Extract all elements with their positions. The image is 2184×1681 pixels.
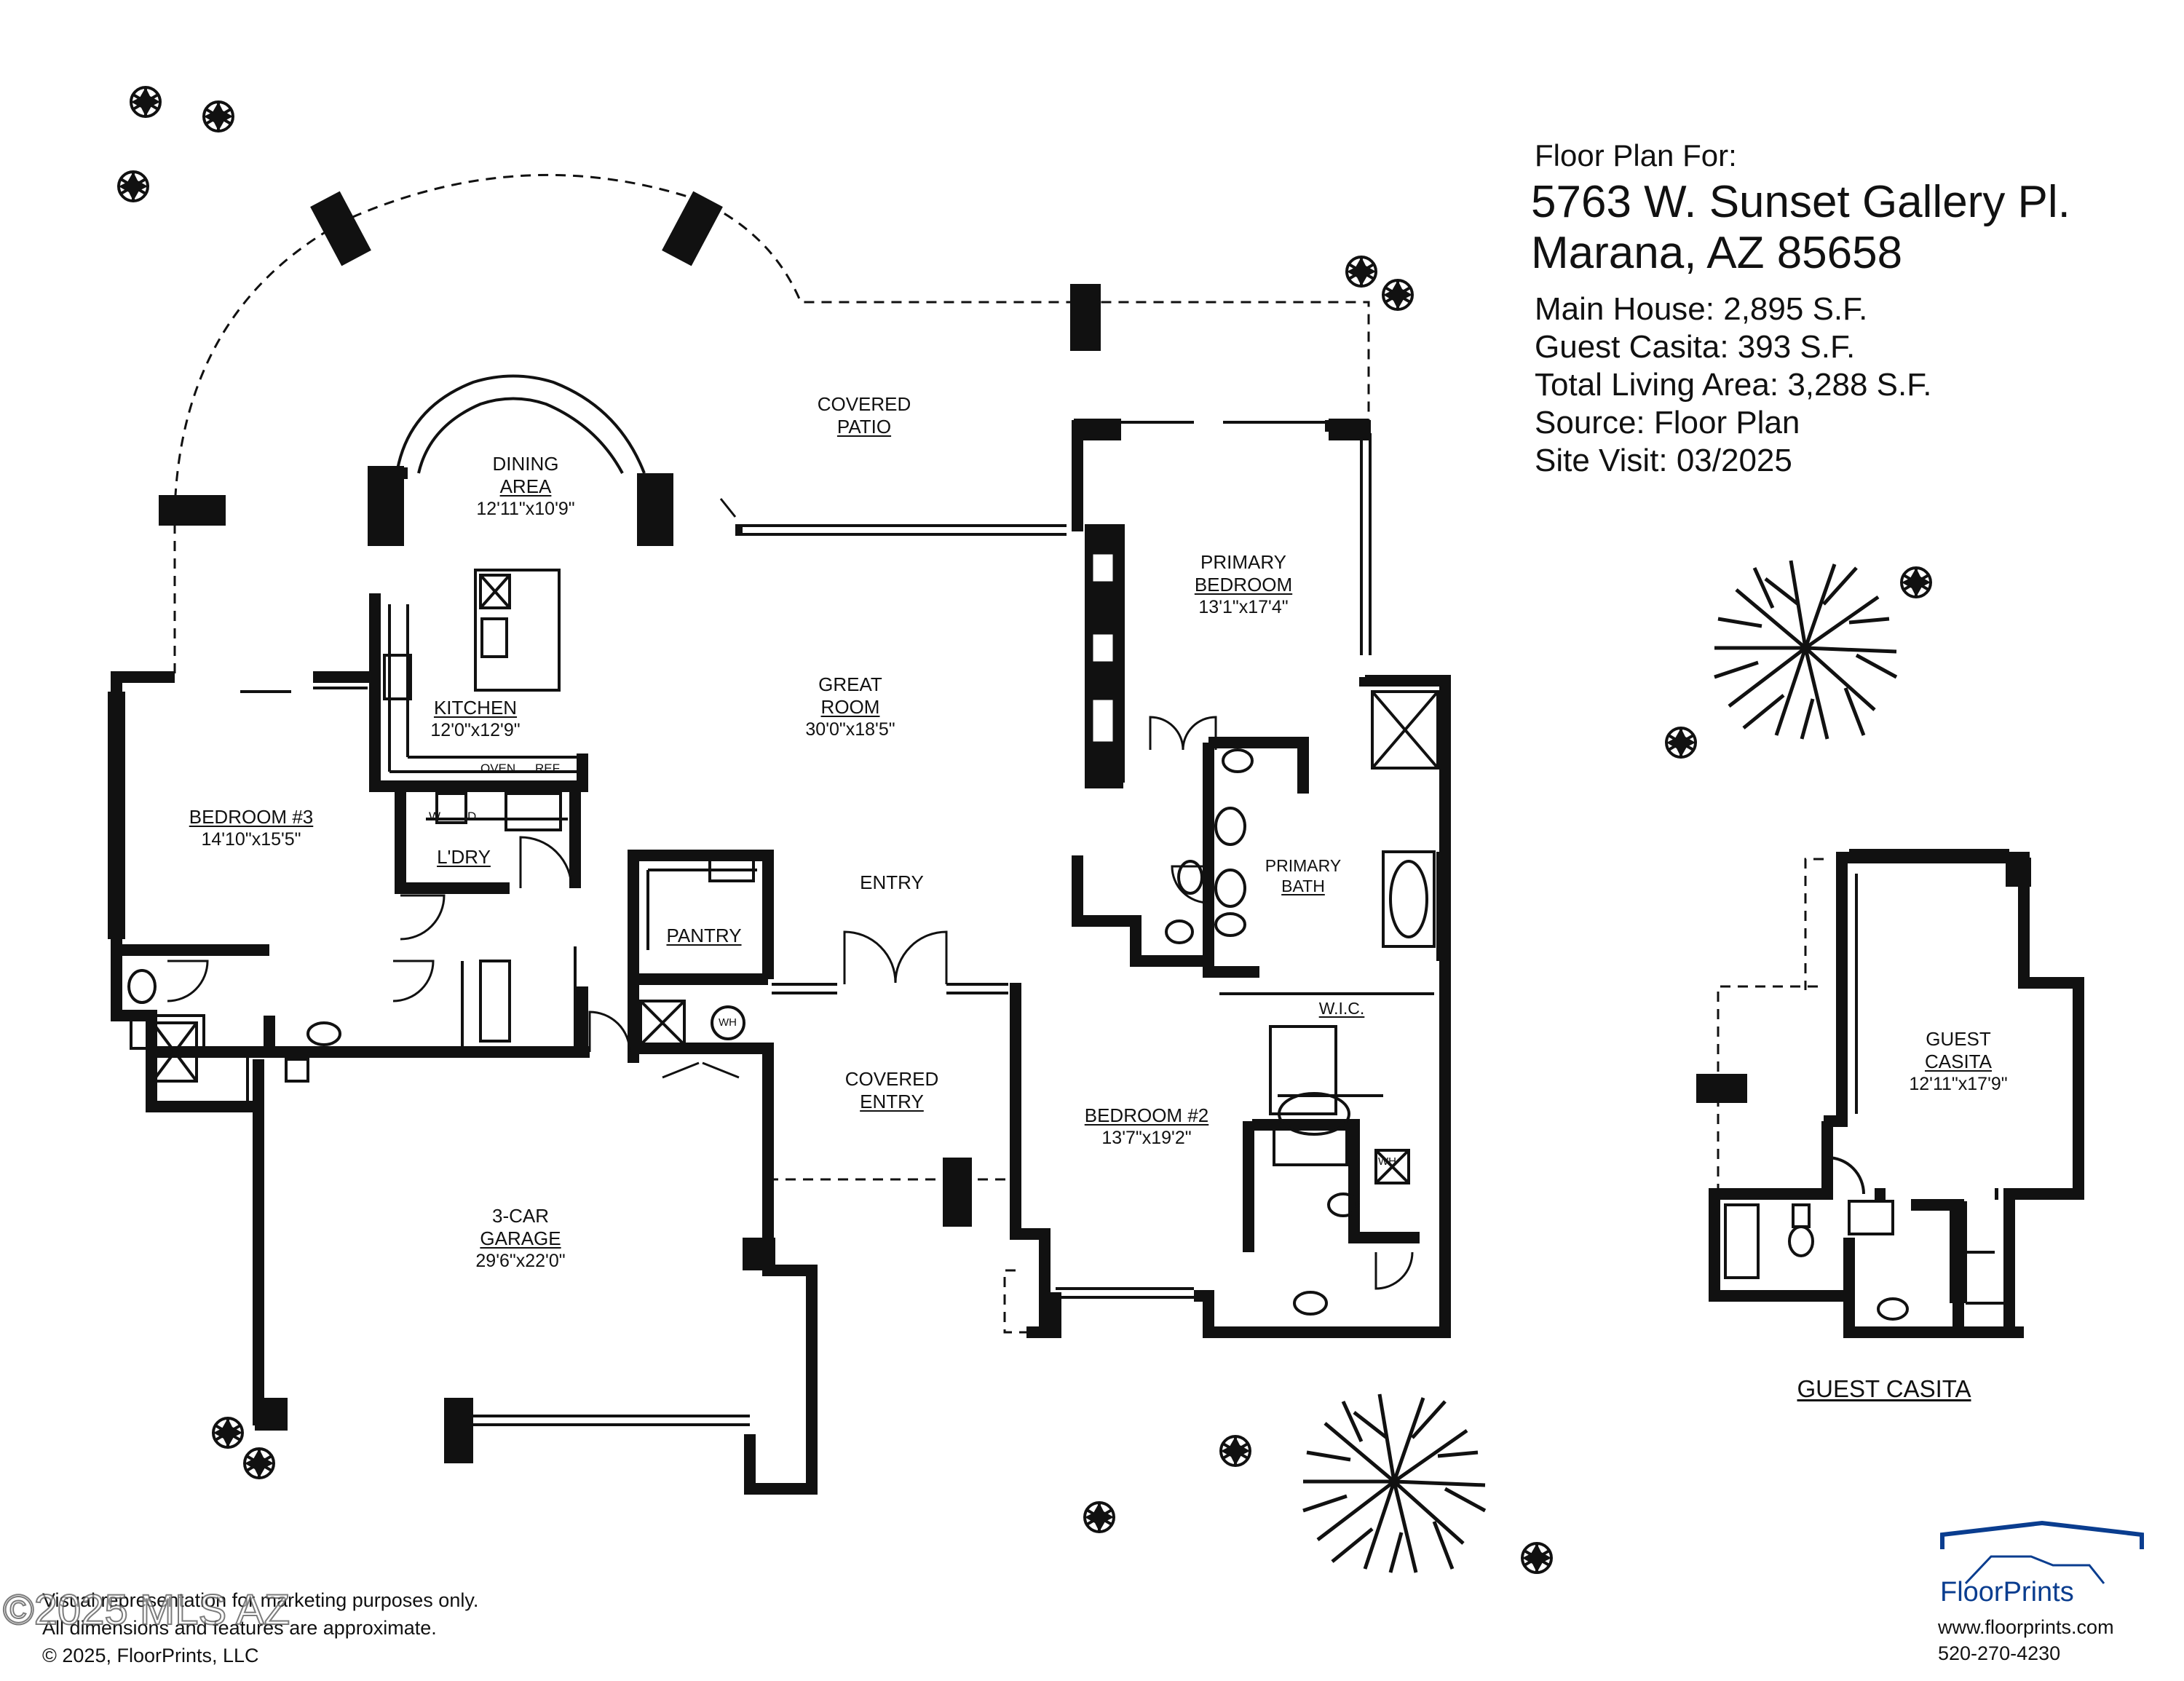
copyright: © 2025, FloorPrints, LLC <box>42 1645 259 1666</box>
brand-website: www.floorprints.com <box>1938 1616 2114 1638</box>
mls-watermark: ©2025 MLS AZ <box>2 1586 290 1634</box>
guest-casita-walls <box>1709 852 2084 1338</box>
kitchen-island <box>383 569 757 950</box>
main-house-area: Main House: 2,895 S.F. <box>1535 291 1868 327</box>
plumbing-fixtures <box>127 690 1439 1316</box>
windows <box>108 421 1450 1426</box>
total-living-area: Total Living Area: 3,288 S.F. <box>1535 367 1932 403</box>
guest-casita-caption: GUEST CASITA <box>1797 1375 1971 1402</box>
address-line-1: 5763 W. Sunset Gallery Pl. <box>1531 177 2070 227</box>
room-pantry: PANTRY <box>666 925 742 946</box>
source: Source: Floor Plan <box>1535 405 1800 440</box>
guest-casita-area: Guest Casita: 393 S.F. <box>1535 329 1856 365</box>
site-visit: Site Visit: 03/2025 <box>1535 443 1792 478</box>
dryer-label: D <box>467 810 477 823</box>
floorprints-logo-mark <box>1940 1520 2144 1585</box>
room-laundry: L'DRY <box>437 846 491 868</box>
info-heading: Floor Plan For: <box>1535 138 1737 173</box>
covered-patio-outline <box>173 173 1370 673</box>
water-heater-label: WH <box>719 1016 737 1029</box>
disclaimer-line-1: Visual representation for marketing purp… <box>42 1589 479 1611</box>
oven-label: OVEN <box>480 762 516 775</box>
water-heater-label-2: WH <box>1378 1155 1396 1168</box>
doors <box>167 498 1414 1290</box>
patio-columns <box>159 191 1101 526</box>
trees <box>1303 561 1896 1573</box>
brand-name: FloorPrints <box>1940 1577 2074 1607</box>
refrigerator-label: REF <box>535 762 560 775</box>
address-line-2: Marana, AZ 85658 <box>1531 228 1903 278</box>
room-wic: W.I.C. <box>1318 999 1365 1018</box>
washer-label: W <box>429 810 441 823</box>
room-entry: ENTRY <box>860 871 924 893</box>
dining-bay-window <box>395 374 646 474</box>
disclaimer-line-2: All dimensions and features are approxim… <box>42 1617 437 1639</box>
brand-phone: 520-270-4230 <box>1938 1642 2061 1664</box>
